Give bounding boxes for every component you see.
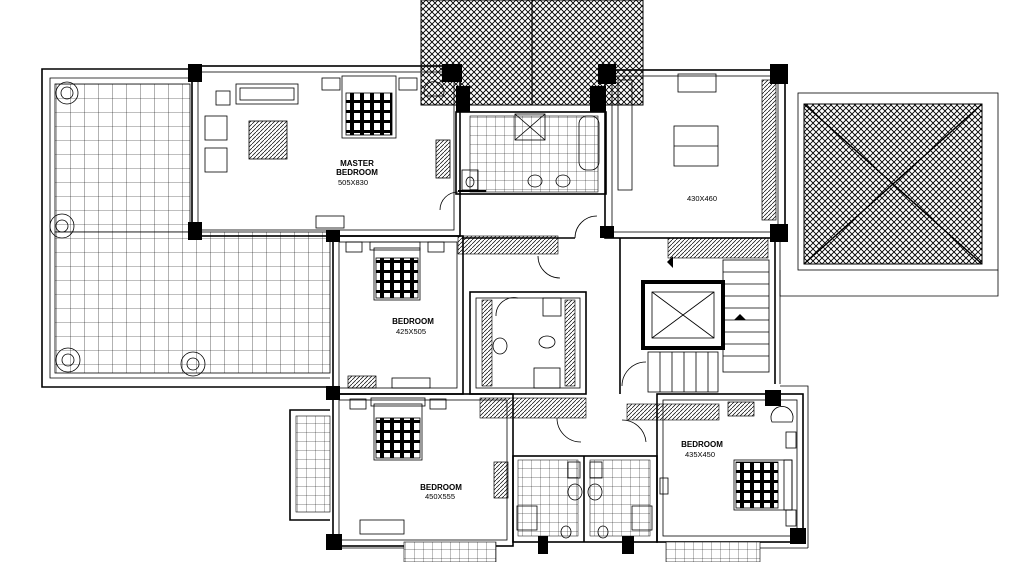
twin-bathrooms <box>512 455 669 554</box>
bedroom-middle-label: BEDROOM <box>392 317 434 326</box>
master-bedroom-label-2: BEDROOM <box>336 168 378 177</box>
bathroom-middle <box>469 291 587 395</box>
master-bedroom: MASTER BEDROOM 505X830 <box>188 64 462 242</box>
corridor-lower <box>479 397 720 443</box>
master-bedroom-label-1: MASTER <box>340 159 374 168</box>
bedroom-right-size: 435X450 <box>685 450 715 459</box>
terrace <box>41 68 331 388</box>
master-bathroom <box>439 86 607 211</box>
bedroom-right: BEDROOM 435X450 <box>656 385 809 548</box>
bedroom-bottom-left-size: 450X555 <box>425 492 455 501</box>
plant-icon <box>49 213 75 239</box>
bedroom-middle-size: 425X505 <box>396 327 426 336</box>
plant-icon <box>180 351 206 377</box>
room-top-right-size: 430X460 <box>687 194 717 203</box>
stairs <box>647 256 770 393</box>
corridor <box>457 215 769 279</box>
master-bedroom-size: 505X830 <box>338 178 368 187</box>
plant-icon <box>55 347 81 373</box>
bedroom-bottom-left: BEDROOM 450X555 <box>289 386 514 550</box>
plant-icon <box>55 81 79 105</box>
bedroom-right-label: BEDROOM <box>681 440 723 449</box>
roof-right <box>779 92 999 297</box>
stair-elevator-core <box>619 238 781 394</box>
bedroom-bottom-left-label: BEDROOM <box>420 483 462 492</box>
bedroom-middle: BEDROOM 425X505 <box>332 235 464 395</box>
bottom-balconies <box>340 541 808 562</box>
